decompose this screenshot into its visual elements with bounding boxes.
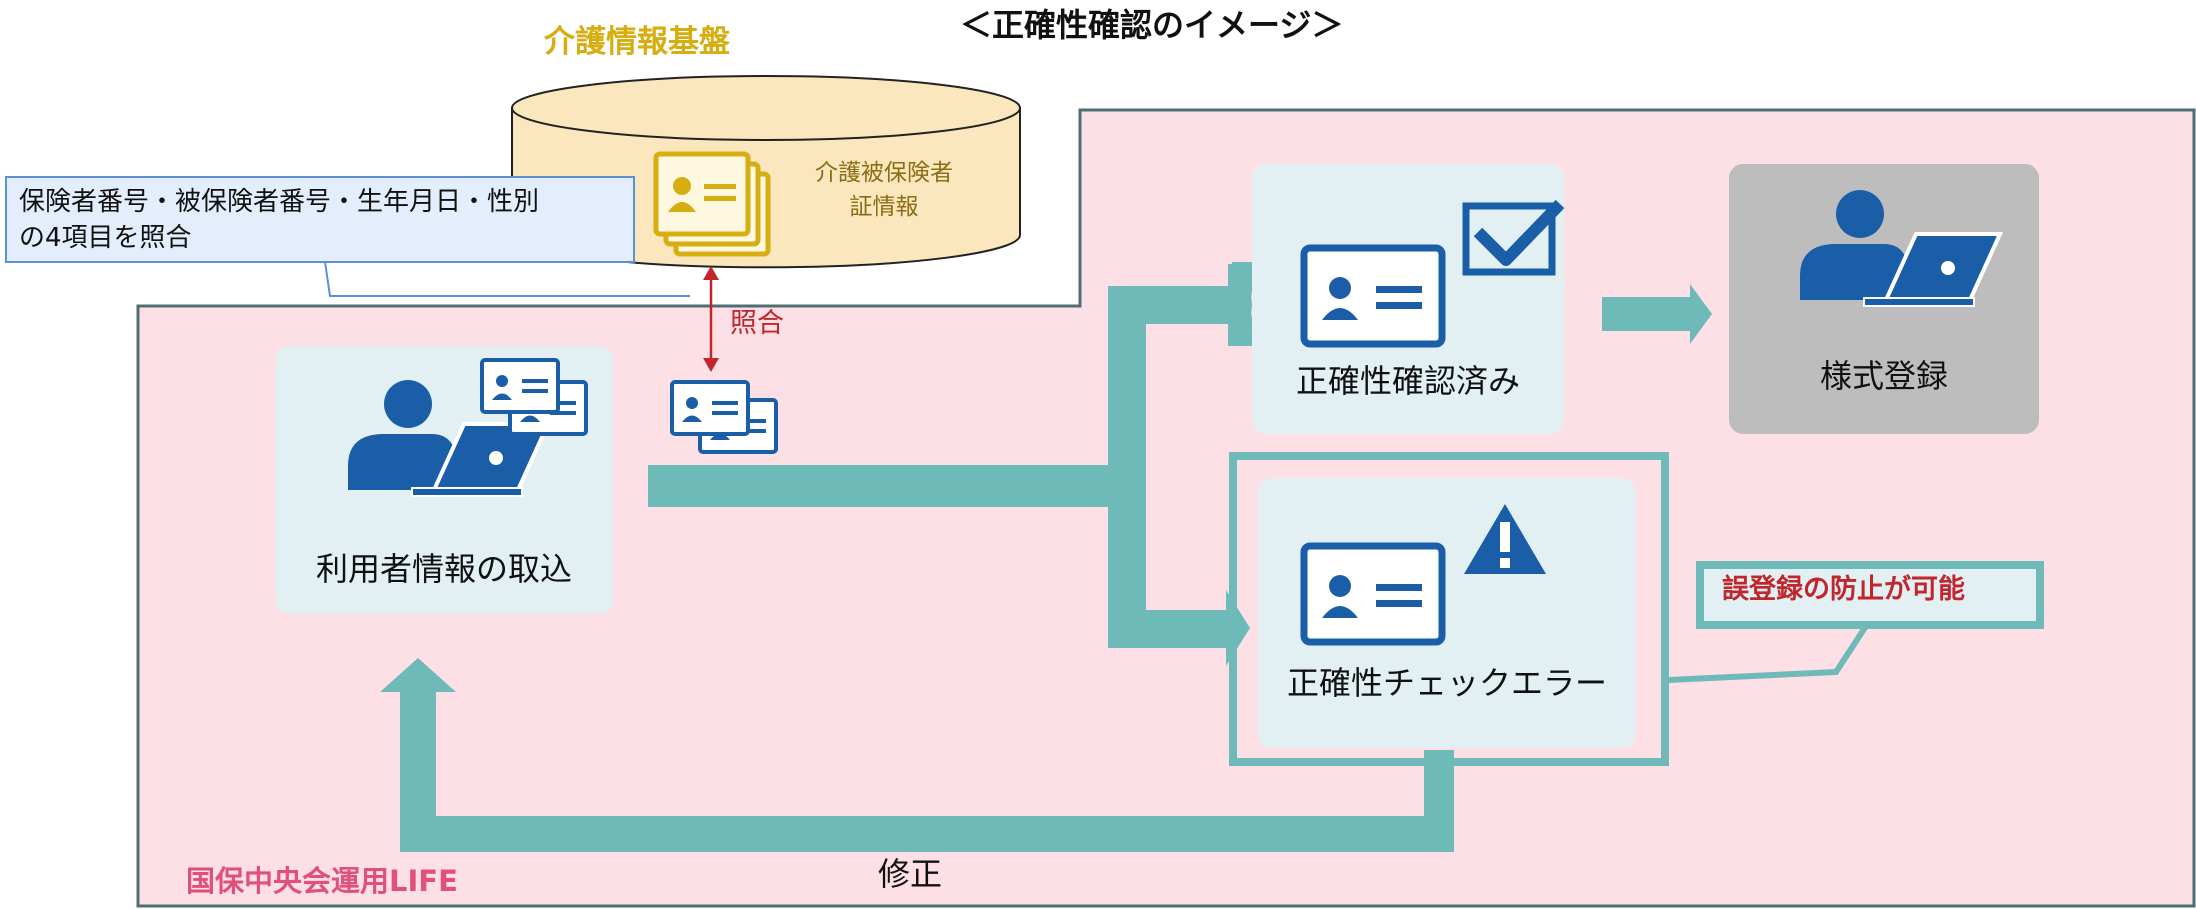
id-card-icon — [1304, 546, 1442, 642]
match-arrow — [703, 266, 719, 372]
fix-label: 修正 — [878, 855, 943, 893]
match-info-line2: の4項目を照合 — [19, 223, 192, 253]
database-icon — [511, 75, 1021, 269]
match-info-box: 保険者番号・被保険者番号・生年月日・性別 の4項目を照合 — [5, 176, 635, 263]
info-box-leader — [324, 261, 690, 297]
id-card-icon — [1304, 248, 1442, 344]
kaigo-platform-title: 介護情報基盤 — [544, 24, 730, 60]
error-callout-leader — [1667, 624, 1869, 683]
life-region-label: 国保中央会運用LIFE — [186, 864, 458, 898]
flow-arrows — [380, 262, 1712, 852]
error-callout-box — [1696, 561, 2044, 629]
registration-label: 様式登録 — [1819, 357, 1948, 395]
arrow-head — [1228, 264, 1252, 346]
check-icon — [1462, 199, 1565, 276]
database-label: 介護被保険者証情報 — [815, 160, 953, 220]
match-label: 照合 — [730, 308, 784, 339]
error-label: 正確性チェックエラー — [1286, 664, 1607, 702]
error-callout-text: 誤登録の防止が可能 — [1722, 574, 1965, 605]
confirmed-label: 正確性確認済み — [1295, 362, 1520, 400]
match-info-line1: 保険者番号・被保険者番号・生年月日・性別 — [19, 187, 540, 217]
import-label: 利用者情報の取込 — [315, 550, 572, 588]
error-card-outline — [1229, 452, 1669, 766]
page-title: ＜正確性確認のイメージ＞ — [960, 6, 1344, 44]
warning-icon — [1464, 504, 1546, 574]
id-card-icon — [656, 154, 768, 254]
